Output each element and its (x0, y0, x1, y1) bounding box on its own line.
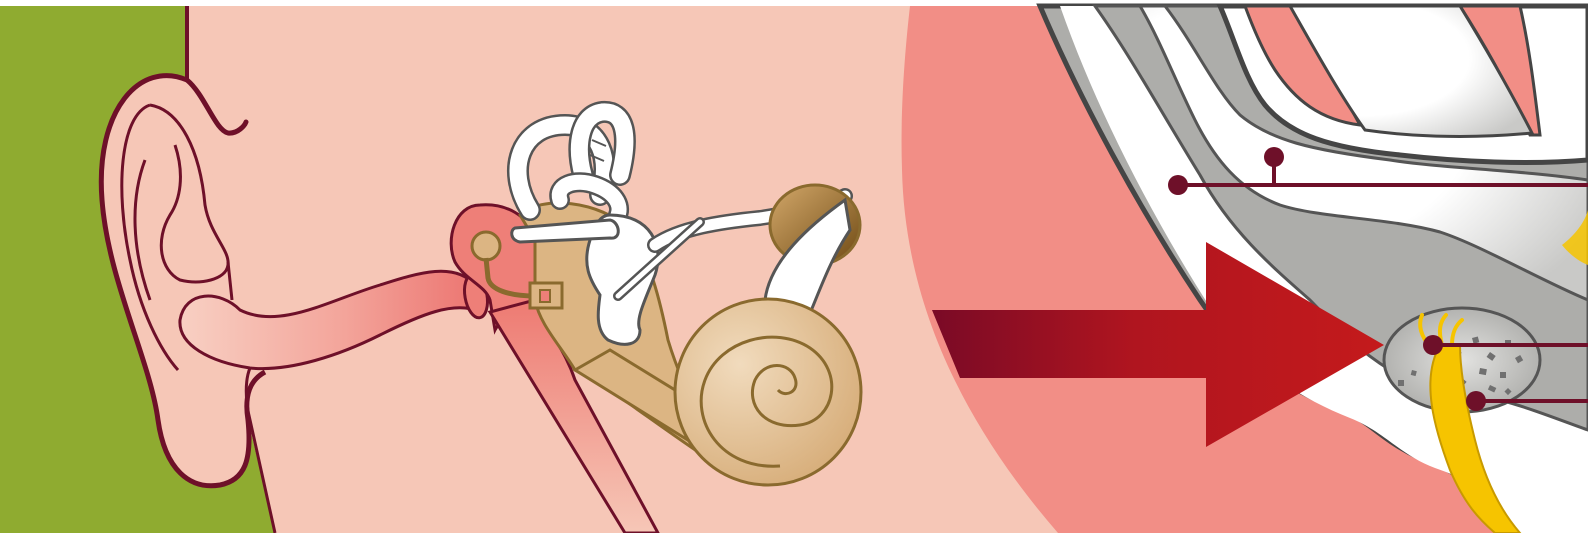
ear-anatomy-diagram (0, 0, 1588, 533)
diagram-canvas (0, 0, 1588, 533)
